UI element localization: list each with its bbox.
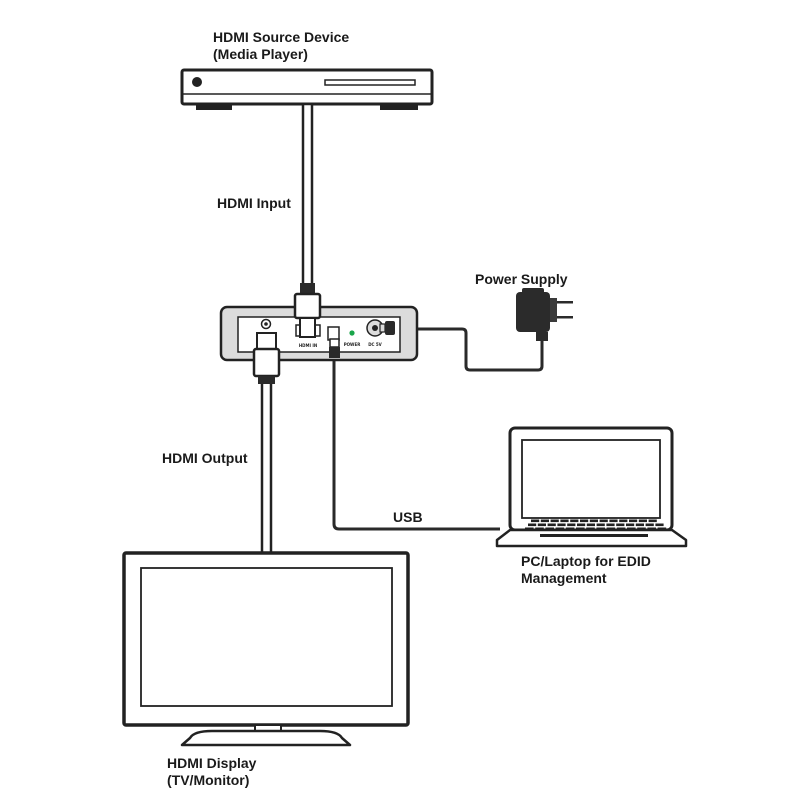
hdmi-input-cable [301, 102, 314, 288]
tv-monitor [122, 551, 410, 747]
keyboard-key [535, 527, 544, 531]
keyboard-key [619, 519, 628, 523]
power-adapter [516, 288, 573, 341]
keyboard-key [576, 527, 585, 531]
keyboard-key [606, 523, 615, 527]
power-cable [392, 327, 544, 372]
keyboard-key [645, 523, 654, 527]
hdmi-input-plug [293, 283, 322, 338]
keyboard-key [629, 519, 638, 523]
source-device-title: HDMI Source Device [213, 29, 350, 45]
media-player [180, 68, 434, 110]
keyboard-key [627, 527, 636, 531]
port-label-dc: DC 5V [368, 342, 382, 347]
keyboard-key [606, 527, 616, 531]
keyboard-key [586, 523, 595, 527]
pc-laptop-title: PC/Laptop for EDID [521, 553, 651, 569]
keyboard-key [580, 519, 589, 523]
port-label-hdmi-in: HDMI IN [299, 343, 317, 348]
source-device-subtitle: (Media Player) [213, 46, 308, 62]
keyboard-key [599, 519, 608, 523]
keyboard-key [586, 527, 595, 531]
keyboard-key [589, 519, 598, 523]
hdmi-output-label: HDMI Output [162, 450, 248, 466]
keyboard-key [616, 527, 626, 531]
keyboard-key [550, 519, 559, 523]
usb-plug [329, 338, 340, 358]
hdmi-display-title: HDMI Display [167, 755, 257, 771]
hdmi-output-plug [252, 332, 281, 384]
keyboard-key [545, 527, 554, 531]
keyboard-key [540, 519, 549, 523]
keyboard-key [537, 523, 546, 527]
laptop [495, 426, 688, 548]
keyboard-key [525, 527, 534, 531]
source-device-label: HDMI Source Device (Media Player) [213, 29, 349, 63]
keyboard-key [577, 523, 586, 527]
laptop-keyboard [525, 519, 667, 537]
keyboard-key [528, 523, 537, 527]
pc-laptop-label: PC/Laptop for EDID Management [521, 553, 651, 587]
keyboard-key [638, 519, 647, 523]
keyboard-key [596, 523, 605, 527]
keyboard-spacebar [540, 534, 648, 537]
keyboard-key [616, 523, 625, 527]
port-label-power: POWER [344, 342, 361, 347]
keyboard-key [547, 523, 556, 527]
keyboard-key [657, 527, 667, 531]
keyboard-key [560, 519, 569, 523]
dc-plug [379, 321, 395, 335]
power-led [349, 330, 355, 336]
hdmi-display-subtitle: (TV/Monitor) [167, 772, 250, 788]
keyboard-key [647, 527, 656, 531]
keyboard-key [635, 523, 644, 527]
keyboard-key [570, 519, 579, 523]
keyboard-key [626, 523, 635, 527]
keyboard-key [557, 523, 566, 527]
power-supply-label: Power Supply [475, 271, 568, 287]
hdmi-input-label: HDMI Input [217, 195, 291, 211]
hdmi-display-label: HDMI Display (TV/Monitor) [167, 755, 256, 789]
keyboard-key [531, 519, 540, 523]
keyboard-key [596, 527, 605, 531]
keyboard-key [655, 523, 664, 527]
usb-label: USB [393, 509, 423, 525]
pc-laptop-subtitle: Management [521, 570, 607, 586]
keyboard-key [609, 519, 618, 523]
keyboard-key [565, 527, 575, 531]
keyboard-key [555, 527, 565, 531]
keyboard-key [637, 527, 646, 531]
keyboard-key [567, 523, 576, 527]
usb-cable [332, 358, 500, 531]
hdmi-output-cable [260, 380, 273, 560]
keyboard-key [648, 519, 657, 523]
